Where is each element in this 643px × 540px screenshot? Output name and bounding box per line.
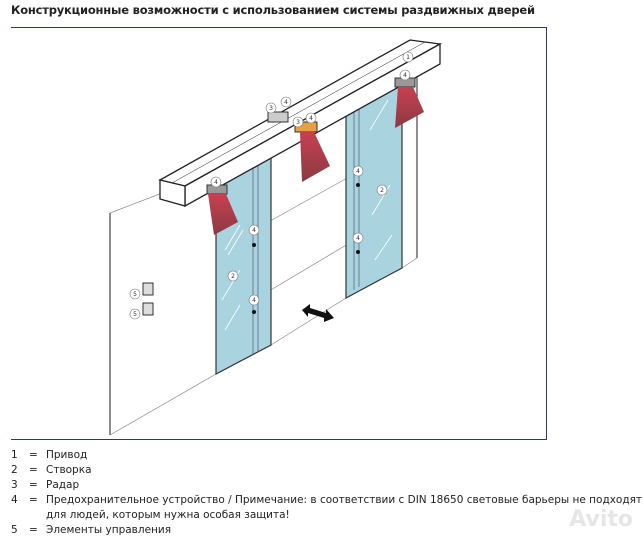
callout-safety: 4 [352,165,364,177]
svg-text:1: 1 [406,54,410,61]
svg-text:5: 5 [133,291,137,298]
svg-text:4: 4 [309,115,313,122]
callout-controls: 5 [129,288,141,300]
svg-text:2: 2 [231,273,235,280]
legend-item: 3=Радар [11,479,80,491]
callout-radar: 3 [292,116,304,128]
callout-leaf: 2 [376,184,388,196]
legend-item: 5=Элементы управления [11,524,172,536]
page-title: Конструкционные возможности с использова… [11,3,535,17]
svg-text:3: 3 [269,105,273,112]
radar-sensor-rear [267,111,289,123]
callout-safety: 4 [210,176,222,188]
legend-item: 1=Привод [11,449,88,461]
svg-text:3: 3 [296,119,300,126]
svg-text:4: 4 [252,227,256,234]
legend: 1=Привод 2=Створка 3=Радар 4=Предохранит… [11,448,643,538]
callout-safety: 4 [305,112,317,124]
svg-text:2: 2 [380,187,384,194]
control-switches [142,282,154,316]
svg-text:4: 4 [403,72,407,79]
sliding-door-diagram: 1 4 3 4 3 4 4 4 4 2 4 4 2 5 5 [109,39,443,436]
svg-text:4: 4 [214,179,218,186]
door-leaf-right [345,77,403,300]
callout-safety: 4 [399,69,411,81]
callout-drive: 1 [402,51,414,63]
callout-safety: 4 [248,294,260,306]
radar-sensor-front [294,121,330,182]
callout-safety: 4 [248,224,260,236]
svg-text:4: 4 [356,235,360,242]
legend-item: 4=Предохранительное устройство / Примеча… [11,494,643,521]
legend-item: 2=Створка [11,464,92,476]
sliding-direction-arrow [302,304,334,322]
callout-leaf: 2 [227,270,239,282]
callout-controls: 5 [129,308,141,320]
callout-safety: 4 [280,96,292,108]
callout-radar: 3 [265,102,277,114]
diagram-frame [11,27,547,440]
svg-text:5: 5 [133,311,137,318]
safety-sensor-dots [252,183,360,314]
svg-text:4: 4 [252,297,256,304]
safety-sensor-right [394,77,424,128]
svg-text:4: 4 [356,168,360,175]
watermark-logo: Avito [569,507,633,532]
callout-safety: 4 [352,232,364,244]
svg-text:4: 4 [284,99,288,106]
